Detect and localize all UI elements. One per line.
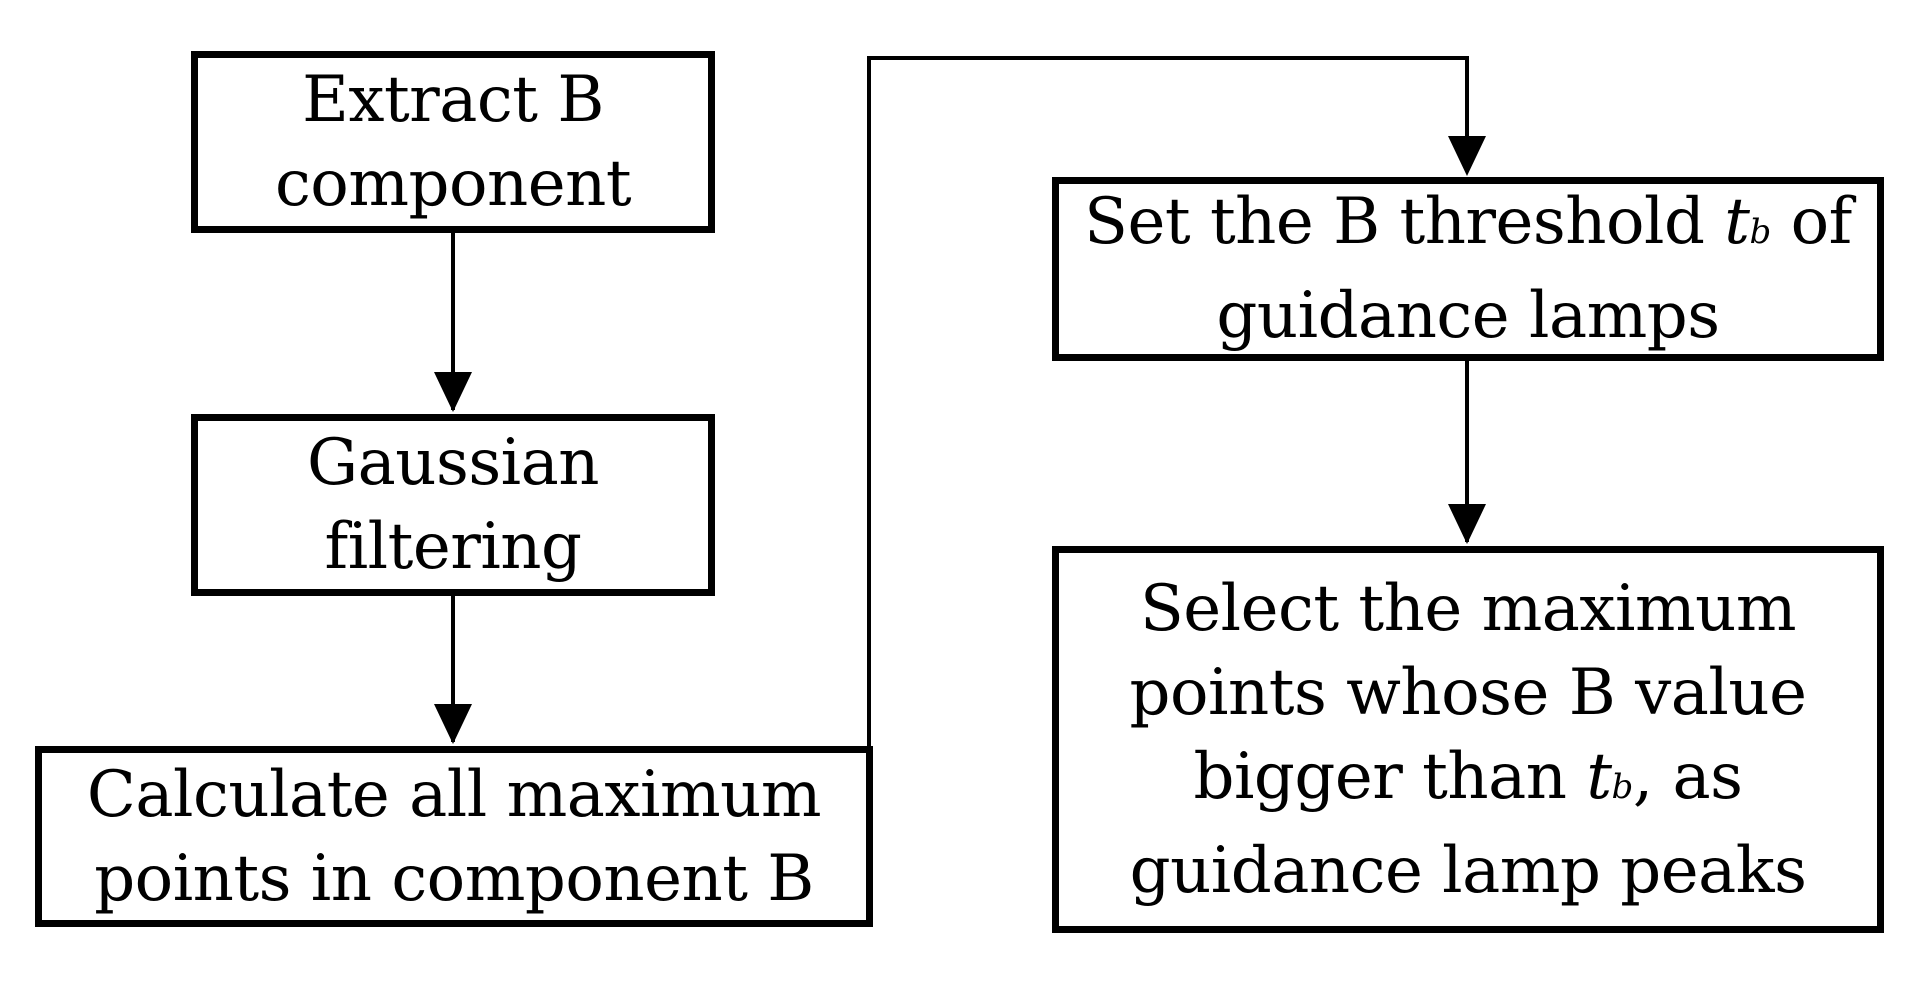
threshold-variable-subscript-b: b	[1749, 212, 1771, 252]
step-threshold-line-1: Set the B threshold tb of	[1084, 180, 1852, 274]
step-select-line-4: guidance lamp peaks	[1129, 833, 1807, 908]
select-text-prefix: bigger than	[1193, 739, 1587, 814]
threshold-text-prefix: Set the B threshold	[1084, 185, 1725, 259]
step-calculate-line-2: points in component B	[94, 841, 814, 916]
arrowhead-threshold-to-select	[1448, 504, 1486, 544]
step-calculate-line-1: Calculate all maximum	[86, 757, 822, 832]
step-threshold-line-2: guidance lamps	[1216, 279, 1720, 353]
step-calculate-maximum-points: Calculate all maximum points in componen…	[35, 746, 873, 927]
select-variable-subscript-b: b	[1611, 766, 1634, 807]
step-gaussian-line-1: Gaussian	[306, 426, 600, 500]
step-set-threshold: Set the B threshold tb of guidance lamps	[1052, 177, 1884, 361]
step-extract-line-1: Extract B	[302, 63, 604, 137]
step-select-line-2: points whose B value	[1129, 655, 1807, 730]
step-extract-line-2: component	[274, 147, 632, 221]
step-select-line-1: Select the maximum	[1139, 571, 1797, 646]
arrowhead-gaussian-to-calculate	[434, 704, 472, 744]
step-gaussian-line-2: filtering	[324, 510, 582, 584]
step-extract-b-component: Extract B component	[191, 51, 715, 233]
arrowhead-calculate-to-threshold	[1448, 136, 1486, 176]
step-select-maximum-points: Select the maximum points whose B value …	[1052, 546, 1884, 933]
threshold-variable-t: t	[1724, 185, 1750, 259]
step-gaussian-filtering: Gaussian filtering	[191, 414, 715, 596]
arrowhead-extract-to-gaussian	[434, 372, 472, 412]
select-text-suffix: , as	[1632, 739, 1743, 814]
step-select-line-3: bigger than tb, as	[1193, 735, 1743, 829]
select-variable-t: t	[1586, 739, 1612, 814]
threshold-text-suffix: of	[1770, 185, 1853, 259]
